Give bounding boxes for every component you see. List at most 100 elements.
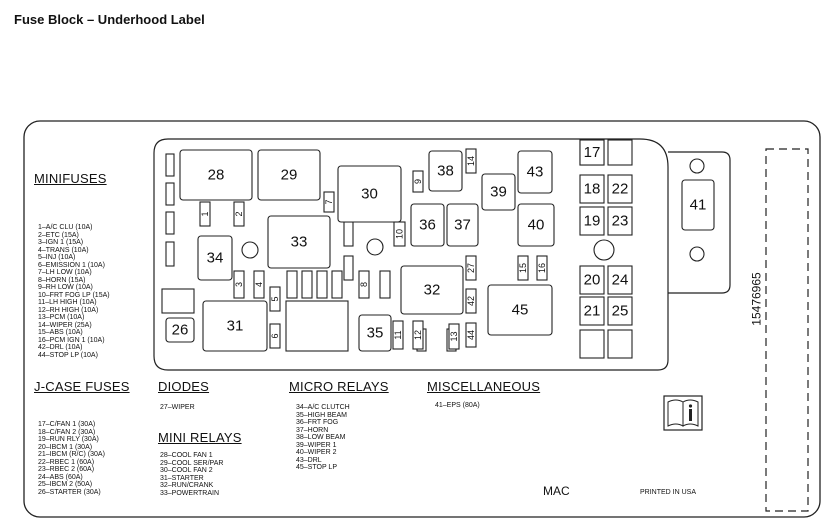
minifuse-12 [412,320,424,350]
spare-slot [579,329,605,359]
label-outline [23,120,821,518]
slot-label: 2 [234,211,244,216]
legend-item: 13–PCM (10A) [38,314,85,321]
relay-37 [446,203,479,247]
legend-item: 30–COOL FAN 2 [160,467,213,474]
slot-label: 12 [413,330,423,340]
slot-label: 7 [324,199,334,204]
relay-28 [179,149,253,201]
slot-label: 4 [254,282,264,287]
relay-38 [428,150,463,192]
jcase-fuse-25 [607,296,633,326]
slot-label: 23 [612,213,629,230]
legend-item: 2–ETC (15A) [38,231,79,239]
relay-45 [487,284,553,336]
eps-terminal [689,246,705,262]
minifuse-11 [392,320,404,350]
legend-item: 9–RH LOW (10A) [38,284,93,291]
minifuse-9 [412,170,424,193]
jcase-fuse-19 [579,206,605,236]
legend-item: 10–FRT FOG LP (15A) [38,291,110,299]
mounting-post [366,238,384,256]
minifuse-13 [448,323,460,350]
spare-slot [343,221,354,247]
slot-label: 39 [490,184,507,201]
legend-item: 35–HIGH BEAM [296,411,347,419]
spare-slot [379,270,391,299]
legend-item: 31–STARTER [160,474,204,482]
minifuse-7 [323,191,335,213]
slot-label: 27 [466,263,476,273]
legend-item: 19–RUN RLY (30A) [38,436,99,443]
legend-item: 3–IGN 1 (15A) [38,239,84,246]
legend-item: 32–RUN/CRANK [160,482,214,489]
relay-29 [257,149,321,201]
slot-label: 3 [234,282,244,287]
legend-item: 18–C/FAN 2 (30A) [38,428,96,436]
legend-item: 12–RH HIGH (10A) [38,306,99,314]
slot-label: 33 [291,234,308,251]
minifuse-14 [465,148,477,174]
slot-label: 26 [172,322,189,339]
minifuse-4 [253,270,265,299]
relay-41 [681,179,715,231]
legend-item: 11–LH HIGH (10A) [38,299,97,306]
legend-item: 5–INJ (10A) [38,254,76,261]
legend-item: 43–DRL [296,456,322,464]
relay-39 [481,173,516,211]
relay-40 [517,203,555,247]
jcase-heading: J-CASE FUSES [34,379,130,394]
part-number: 15476965 [749,272,764,326]
slot-label: 16 [537,263,547,273]
legend-item: 28–COOL FAN 1 [160,452,213,459]
legend-item: 21–IBCM (R/C) (30A) [38,451,105,458]
minifuse-42 [465,288,477,314]
spare-slot [607,139,633,166]
slot-label: 37 [454,217,471,234]
jcase-fuse-23 [607,206,633,236]
jcase-fuse-18 [579,174,605,204]
slot-label: 18 [584,181,601,198]
slot-label: 11 [393,330,403,339]
legend-item: 14–WIPER (25A) [38,321,92,329]
relay-36 [410,203,445,247]
eps-terminal [689,158,705,174]
spare-slot [343,255,354,281]
spare-slot [316,270,328,299]
slot-label: 43 [527,164,544,181]
slot-label: 9 [413,179,423,184]
page-title: Fuse Block – Underhood Label [14,12,205,27]
mounting-post [241,241,259,259]
spare-slot [165,241,175,267]
legend-item: 4–TRANS (10A) [38,246,89,254]
slot-label: 5 [270,296,280,301]
relay-32 [400,265,464,315]
minifuse-27 [465,255,477,281]
minifuse-16 [536,255,548,281]
legend-item: 40–WIPER 2 [296,449,337,456]
fuse-block-housing [153,138,669,371]
minifuse-6 [269,323,281,349]
slot-label: 22 [612,181,629,198]
manual-info-icon [663,395,703,431]
spare-slot [607,329,633,359]
minifuse-10 [393,221,406,247]
spare-slot [165,211,175,235]
minifuse-1 [199,201,211,227]
mounting-post [593,239,615,261]
slot-label: 45 [512,302,529,319]
slot-label: 21 [584,303,601,320]
jcase-fuse-22 [607,174,633,204]
slot-label: 13 [449,331,459,341]
legend-item: 33–POWERTRAIN [160,489,219,497]
relay-30 [337,165,402,223]
legend-item: 17–C/FAN 1 (30A) [38,421,96,428]
relay-43 [517,150,553,194]
slot-label: 8 [359,282,369,287]
legend-item: 25–IBCM 2 (50A) [38,481,93,488]
minifuses-list: 1–A/C CLU (10A)2–ETC (15A)3–IGN 1 (15A)4… [38,224,110,359]
slot-label: 32 [424,282,441,299]
jcase-fuse-20 [579,265,605,295]
spare-slot [161,288,195,314]
